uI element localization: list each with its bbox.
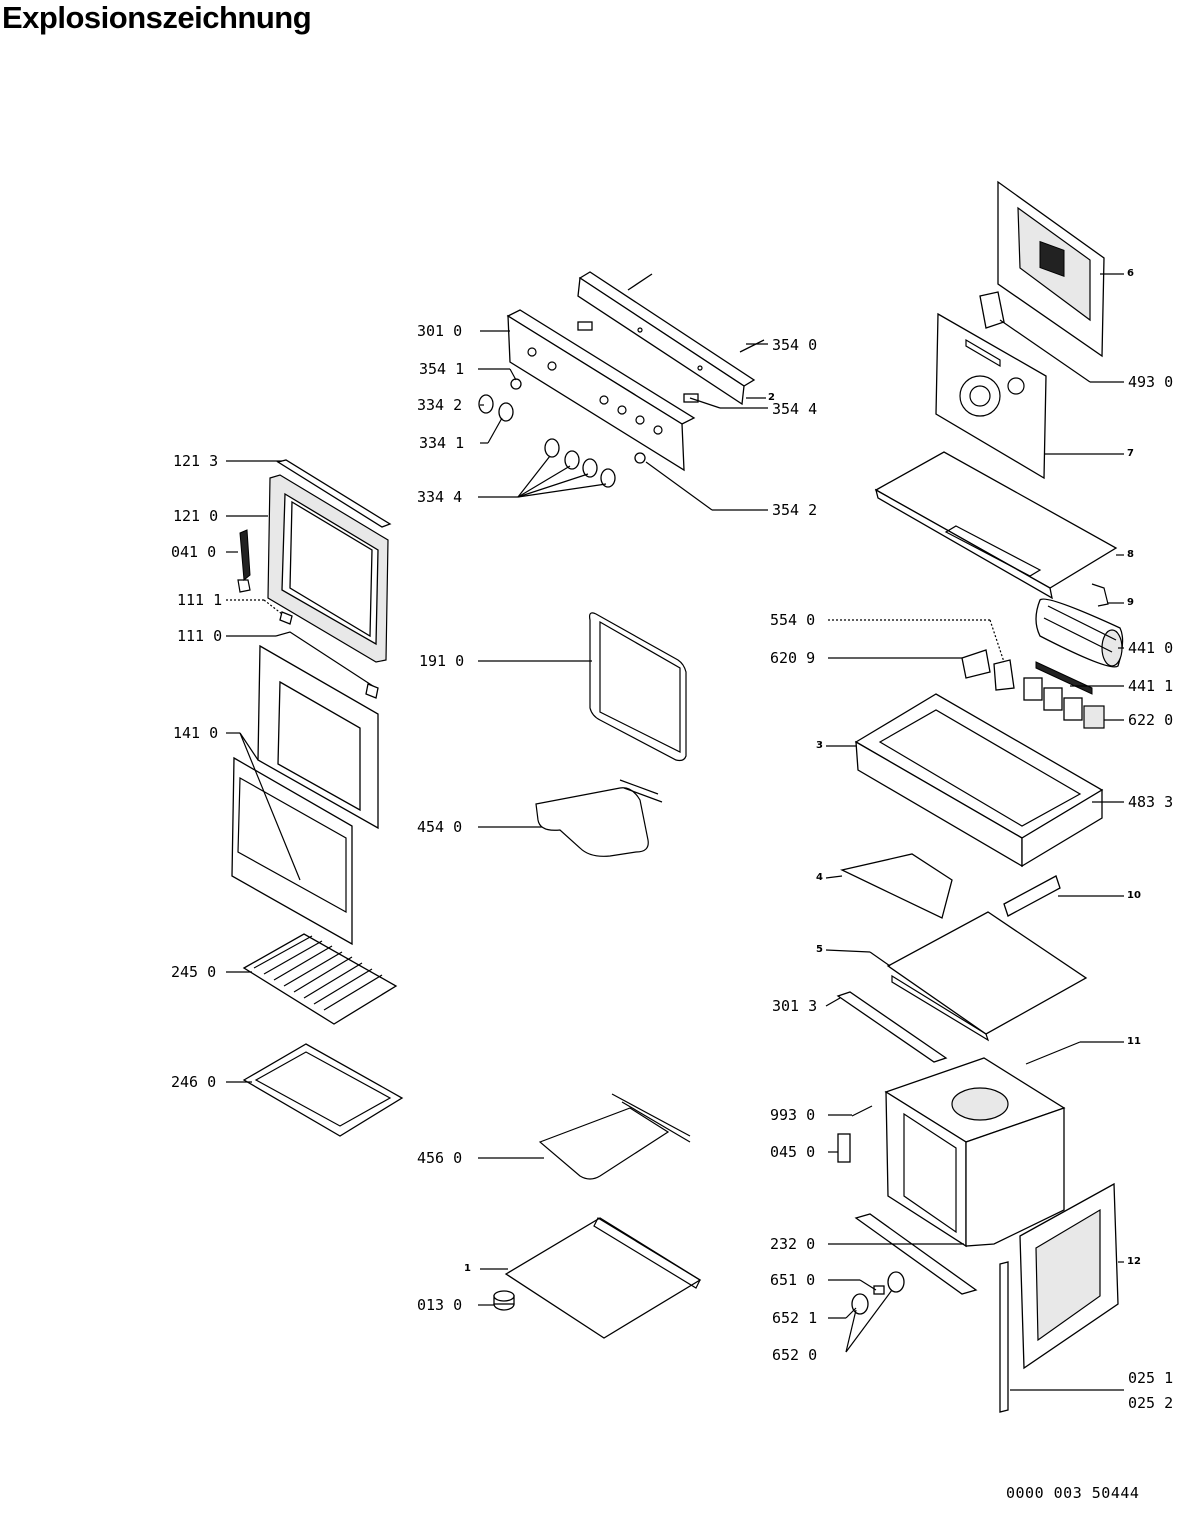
part-label-620-9: 620 9 xyxy=(770,649,816,667)
part-label-301-3: 301 3 xyxy=(772,997,818,1015)
hinge-rail-part xyxy=(854,1213,978,1295)
control-panel-part xyxy=(506,309,696,472)
rear-panel-part xyxy=(997,180,1105,358)
part-label-334-1: 334 1 xyxy=(419,434,465,452)
item-number-4: 4 xyxy=(816,872,823,883)
part-label-993-0: 993 0 xyxy=(770,1106,816,1124)
part-label-025-2: 025 2 xyxy=(1128,1394,1174,1412)
oven-cavity-part xyxy=(884,1057,1066,1248)
page-title: Explosionszeichnung xyxy=(2,0,312,35)
part-label-652-1: 652 1 xyxy=(772,1309,818,1327)
item-number-11: 11 xyxy=(1127,1036,1141,1047)
part-label-191-0: 191 0 xyxy=(419,652,465,670)
part-label-301-0: 301 0 xyxy=(417,322,463,340)
guide-rail-part xyxy=(836,991,948,1063)
hinge-part xyxy=(275,611,379,699)
part-label-354-4: 354 4 xyxy=(772,400,818,418)
item-number-1: 1 xyxy=(464,1263,471,1274)
rod-part xyxy=(1025,1041,1081,1065)
knob-shaft-parts xyxy=(851,1271,905,1315)
part-label-041-0: 041 0 xyxy=(171,543,217,561)
fan-cover-part xyxy=(935,312,1047,480)
item-number-7: 7 xyxy=(1127,448,1134,459)
seal-strip-part xyxy=(999,1261,1009,1413)
item-number-12: 12 xyxy=(1127,1256,1141,1267)
base-plate-part xyxy=(886,911,1088,1042)
part-label-441-1: 441 1 xyxy=(1128,677,1174,695)
part-label-652-0: 652 0 xyxy=(772,1346,818,1364)
part-label-246-0: 246 0 xyxy=(171,1073,217,1091)
part-label-354-1: 354 1 xyxy=(419,360,465,378)
door-handle-part xyxy=(237,529,251,593)
part-label-013-0: 013 0 xyxy=(417,1296,463,1314)
part-label-651-0: 651 0 xyxy=(770,1271,816,1289)
side-plate-part xyxy=(840,853,953,919)
module-box-part xyxy=(979,291,1005,329)
part-label-334-2: 334 2 xyxy=(417,396,463,414)
item-number-6: 6 xyxy=(1127,268,1134,279)
part-label-454-0: 454 0 xyxy=(417,818,463,836)
bracket-part xyxy=(1091,583,1109,607)
part-label-245-0: 245 0 xyxy=(171,963,217,981)
foot-part xyxy=(493,1290,515,1311)
part-label-121-3: 121 3 xyxy=(173,452,219,470)
rail-part xyxy=(1003,875,1061,917)
thermostat-parts xyxy=(1023,677,1105,729)
part-label-111-1: 111 1 xyxy=(177,591,223,609)
item-number-5: 5 xyxy=(816,944,823,955)
door-frame-part xyxy=(267,474,389,663)
screw-latch-parts xyxy=(837,1105,873,1163)
switch-part xyxy=(961,649,1015,691)
top-heater-part xyxy=(538,1093,691,1180)
inner-door-panel-part xyxy=(257,644,379,830)
item-number-9: 9 xyxy=(1127,597,1134,608)
part-label-483-3: 483 3 xyxy=(1128,793,1174,811)
part-label-441-0: 441 0 xyxy=(1128,639,1174,657)
door-glass-part xyxy=(231,756,353,946)
part-label-141-0: 141 0 xyxy=(173,724,219,742)
part-label-025-1: 025 1 xyxy=(1128,1369,1174,1387)
part-label-232-0: 232 0 xyxy=(770,1235,816,1253)
door-top-strip-part xyxy=(276,459,392,528)
part-label-354-2: 354 2 xyxy=(772,501,818,519)
chassis-frame-part xyxy=(854,693,1104,868)
bottom-plate-part xyxy=(504,1217,702,1339)
part-label-111-0: 111 0 xyxy=(177,627,223,645)
baking-tray-part xyxy=(242,1043,404,1137)
part-label-456-0: 456 0 xyxy=(417,1149,463,1167)
heater-element-part xyxy=(535,779,663,857)
part-label-622-0: 622 0 xyxy=(1128,711,1174,729)
part-label-045-0: 045 0 xyxy=(770,1143,816,1161)
control-board-part xyxy=(577,271,756,406)
grill-rack-part xyxy=(242,933,398,1025)
part-label-554-0: 554 0 xyxy=(770,611,816,629)
leader-lines xyxy=(226,273,1124,1391)
part-label-334-4: 334 4 xyxy=(417,488,463,506)
document-number: 0000 003 50444 xyxy=(1006,1484,1140,1502)
top-cover-part xyxy=(874,451,1118,600)
item-number-10: 10 xyxy=(1127,890,1141,901)
part-label-354-0: 354 0 xyxy=(772,336,818,354)
door-seal-part xyxy=(589,612,687,762)
part-label-493-0: 493 0 xyxy=(1128,373,1174,391)
part-label-121-0: 121 0 xyxy=(173,507,219,525)
side-panel-part xyxy=(1019,1182,1119,1370)
item-number-8: 8 xyxy=(1127,549,1134,560)
fan-motor-part xyxy=(1035,598,1124,695)
item-number-3: 3 xyxy=(816,740,823,751)
item-number-2: 2 xyxy=(768,392,775,403)
